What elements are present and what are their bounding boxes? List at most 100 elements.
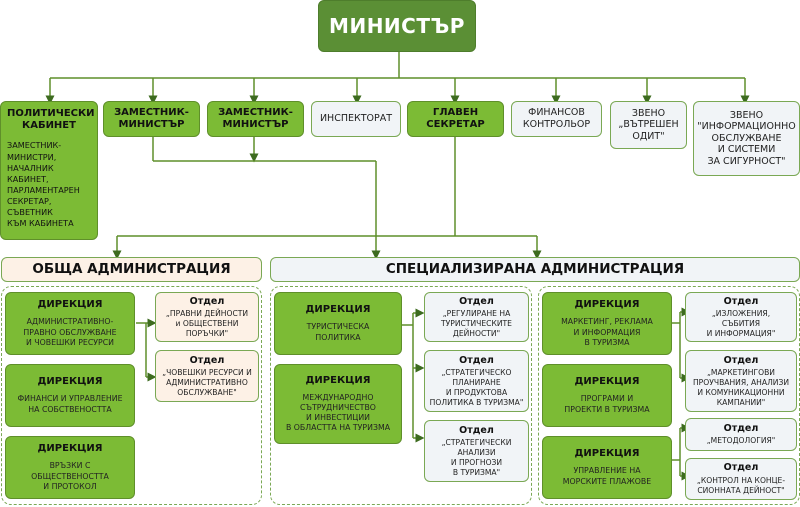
- internal-audit-box: ЗВЕНО „ВЪТРЕШЕН ОДИТ": [610, 101, 687, 149]
- label-line: СЕКРЕТАР: [426, 119, 485, 130]
- general-admin-group: [1, 286, 262, 505]
- label-line: И СИСТЕМИ: [717, 144, 776, 156]
- department-exhibitions-events: Отдел „ИЗЛОЖЕНИЯ, СЪБИТИЯ И ИНФОРМАЦИЯ": [685, 292, 797, 342]
- directorate-heading: ДИРЕКЦИЯ: [574, 376, 640, 388]
- department-heading: Отдел: [459, 354, 494, 366]
- name-line: В ТУРИЗМА": [452, 467, 501, 477]
- directorate-international-cooperation: ДИРЕКЦИЯ МЕЖДУНАРОДНО СЪТРУДНИЧЕСТВО И И…: [274, 364, 402, 444]
- label-line: МИНИСТЪР: [222, 119, 289, 130]
- name-line: И ПРОДУКТОВА: [445, 387, 508, 397]
- department-name: „СТРАТЕГИЧЕСКО ПЛАНИРАНЕ И ПРОДУКТОВА ПО…: [430, 368, 524, 407]
- label-line: ГЛАВЕН: [432, 106, 479, 118]
- name-line: И ЧОВЕШКИ РЕСУРСИ: [25, 337, 115, 347]
- directorate-name: ФИНАНСИ И УПРАВЛЕНИЕ НА СОБСТВЕНОСТТА: [17, 394, 122, 414]
- directorate-name: ПРОГРАМИ И ПРОЕКТИ В ТУРИЗМА: [564, 394, 649, 414]
- name-line: АНАЛИЗИ: [457, 448, 496, 458]
- name-line: МЕЖДУНАРОДНО: [302, 392, 374, 402]
- department-legal-procurement: Отдел „ПРАВНИ ДЕЙНОСТИ и ОБЩЕСТВЕНИ ПОРЪ…: [155, 292, 259, 342]
- name-line: КАМПАНИИ": [716, 397, 766, 407]
- directorate-heading: ДИРЕКЦИЯ: [37, 443, 103, 455]
- name-line: ПОЛИТИКА: [315, 332, 361, 342]
- name-line: ФИНАНСИ И УПРАВЛЕНИЕ: [17, 394, 123, 404]
- directorate-heading: ДИРЕКЦИЯ: [305, 374, 371, 386]
- department-heading: Отдел: [723, 462, 759, 474]
- directorate-heading: ДИРЕКЦИЯ: [574, 299, 640, 311]
- department-name: „СТРАТЕГИЧЕСКИ АНАЛИЗИ И ПРОГНОЗИ В ТУРИ…: [442, 438, 512, 477]
- deputy-minister-1-box: ЗАМЕСТНИК- МИНИСТЪР: [103, 101, 200, 137]
- name-line: ПРОГРАМИ И: [580, 394, 634, 404]
- label-line: ЗАМЕСТНИК-: [114, 106, 189, 118]
- name-line: ПОРЪЧКИ": [185, 328, 229, 338]
- specialized-admin-group-1: [270, 286, 532, 505]
- chief-secretary-box: ГЛАВЕН СЕКРЕТАР: [407, 101, 504, 137]
- label-line: "ИНФОРМАЦИОННО: [697, 121, 796, 133]
- label-line: МИНИСТЪР: [118, 119, 185, 130]
- directorate-name: УПРАВЛЕНИЕ НА МОРСКИТЕ ПЛАЖОВЕ: [563, 466, 651, 486]
- minister-box: МИНИСТЪР: [318, 0, 476, 52]
- name-line: „ПРАВНИ ДЕЙНОСТИ: [165, 309, 249, 319]
- name-line: МОРСКИТЕ ПЛАЖОВЕ: [562, 476, 652, 486]
- department-tourism-regulation: Отдел „РЕГУЛИРАНЕ НА ТУРИСТИЧЕСКИТЕ ДЕЙН…: [424, 292, 529, 342]
- directorate-tourism-policy: ДИРЕКЦИЯ ТУРИСТИЧЕСКА ПОЛИТИКА: [274, 292, 402, 355]
- general-admin-title: ОБЩА АДМИНИСТРАЦИЯ: [32, 261, 231, 278]
- department-name: „РЕГУЛИРАНЕ НА ТУРИСТИЧЕСКИТЕ ДЕЙНОСТИ": [441, 309, 512, 338]
- directorate-admin-legal-hr: ДИРЕКЦИЯ АДМИНИСТРАТИВНО- ПРАВНО ОБСЛУЖВ…: [5, 292, 135, 355]
- department-strategic-planning: Отдел „СТРАТЕГИЧЕСКО ПЛАНИРАНЕ И ПРОДУКТ…: [424, 350, 529, 412]
- department-name: „ИЗЛОЖЕНИЯ, СЪБИТИЯ И ИНФОРМАЦИЯ": [707, 309, 776, 338]
- name-line: „СТРАТЕГИЧЕСКИ: [441, 438, 512, 448]
- specialized-admin-title: СПЕЦИАЛИЗИРАНА АДМИНИСТРАЦИЯ: [385, 261, 685, 278]
- name-line: „ИЗЛОЖЕНИЯ,: [711, 309, 771, 319]
- name-line: „СТРАТЕГИЧЕСКО: [441, 368, 512, 378]
- name-line: И ПРОГНОЗИ: [450, 457, 503, 467]
- name-line: и ОБЩЕСТВЕНИ: [175, 318, 239, 328]
- political-cabinet-title: ПОЛИТИЧЕСКИ КАБИНЕТ: [7, 108, 95, 132]
- general-admin-header: ОБЩА АДМИНИСТРАЦИЯ: [1, 257, 262, 282]
- directorate-sea-beaches: ДИРЕКЦИЯ УПРАВЛЕНИЕ НА МОРСКИТЕ ПЛАЖОВЕ: [542, 436, 672, 499]
- label-line: ЗВЕНО: [729, 109, 764, 121]
- name-line: „КОНТРОЛ НА КОНЦЕ-: [696, 476, 786, 486]
- name-line: СИОННАТА ДЕЙНОСТ": [697, 485, 785, 495]
- name-line: „РЕГУЛИРАНЕ НА: [442, 309, 511, 319]
- label-line: КОНТРОЛЬОР: [522, 119, 591, 130]
- department-name: „КОНТРОЛ НА КОНЦЕ- СИОННАТА ДЕЙНОСТ": [697, 476, 785, 495]
- department-heading: Отдел: [189, 354, 225, 366]
- name-line: ОБСЛУЖВАНЕ": [177, 387, 237, 397]
- name-line: И ПРОТОКОЛ: [43, 481, 97, 491]
- member-line: КАБИНЕТ,: [7, 173, 49, 184]
- directorate-finance-property: ДИРЕКЦИЯ ФИНАНСИ И УПРАВЛЕНИЕ НА СОБСТВЕ…: [5, 364, 135, 427]
- name-line: АДМИНИСТРАТИВНО-: [26, 317, 114, 327]
- financial-controller-box: ФИНАНСОВ КОНТРОЛЬОР: [511, 101, 602, 137]
- directorate-heading: ДИРЕКЦИЯ: [37, 376, 103, 388]
- department-name: „ЧОВЕШКИ РЕСУРСИ И АДМИНИСТРАТИВНО ОБСЛУ…: [162, 368, 252, 397]
- department-methodology: Отдел „МЕТОДОЛОГИЯ": [685, 418, 797, 451]
- title-line: ПОЛИТИЧЕСКИ: [7, 108, 95, 119]
- name-line: НА СОБСТВЕНОСТТА: [28, 404, 112, 414]
- department-concession-control: Отдел „КОНТРОЛ НА КОНЦЕ- СИОННАТА ДЕЙНОС…: [685, 458, 797, 500]
- info-systems-unit-box: ЗВЕНО "ИНФОРМАЦИОННО ОБСЛУЖВАНЕ И СИСТЕМ…: [693, 101, 800, 176]
- directorate-name: МЕЖДУНАРОДНО СЪТРУДНИЧЕСТВО И ИНВЕСТИЦИИ…: [286, 393, 390, 434]
- name-line: СЪТРУДНИЧЕСТВО: [300, 402, 376, 412]
- member-line: ПАРЛАМЕНТАРЕН: [7, 185, 80, 195]
- name-line: ПЛАНИРАНЕ: [452, 378, 501, 388]
- name-line: ТУРИСТИЧЕСКИТЕ: [441, 318, 512, 328]
- directorate-heading: ДИРЕКЦИЯ: [305, 304, 371, 316]
- name-line: В ТУРИЗМА: [584, 337, 630, 347]
- inspectorate-box: ИНСПЕКТОРАТ: [311, 101, 401, 137]
- member-line: СЕКРЕТАР,: [7, 196, 52, 207]
- label-line: ОБСЛУЖВАНЕ: [711, 132, 782, 144]
- name-line: И ИНВЕСТИЦИИ: [305, 413, 371, 423]
- name-line: И ИНФОРМАЦИЯ: [573, 327, 641, 337]
- directorate-name: ТУРИСТИЧЕСКА ПОЛИТИКА: [307, 322, 370, 342]
- name-line: И ИНФОРМАЦИЯ": [706, 328, 776, 338]
- name-line: ОБЩЕСТВЕНОСТТА: [31, 471, 109, 481]
- member-line: СЪВЕТНИК: [7, 207, 53, 218]
- department-heading: Отдел: [723, 295, 759, 307]
- name-line: „ЧОВЕШКИ РЕСУРСИ И: [162, 368, 252, 378]
- name-line: СЪБИТИЯ: [721, 318, 761, 328]
- department-hr-admin: Отдел „ЧОВЕШКИ РЕСУРСИ И АДМИНИСТРАТИВНО…: [155, 350, 259, 402]
- directorate-programs-projects: ДИРЕКЦИЯ ПРОГРАМИ И ПРОЕКТИ В ТУРИЗМА: [542, 364, 672, 427]
- label-line: „ВЪТРЕШЕН: [618, 119, 679, 131]
- name-line: АДМИНИСТРАТИВНО: [166, 377, 248, 387]
- label-line: ЗАМЕСТНИК-: [218, 106, 293, 118]
- department-strategic-analysis: Отдел „СТРАТЕГИЧЕСКИ АНАЛИЗИ И ПРОГНОЗИ …: [424, 420, 529, 482]
